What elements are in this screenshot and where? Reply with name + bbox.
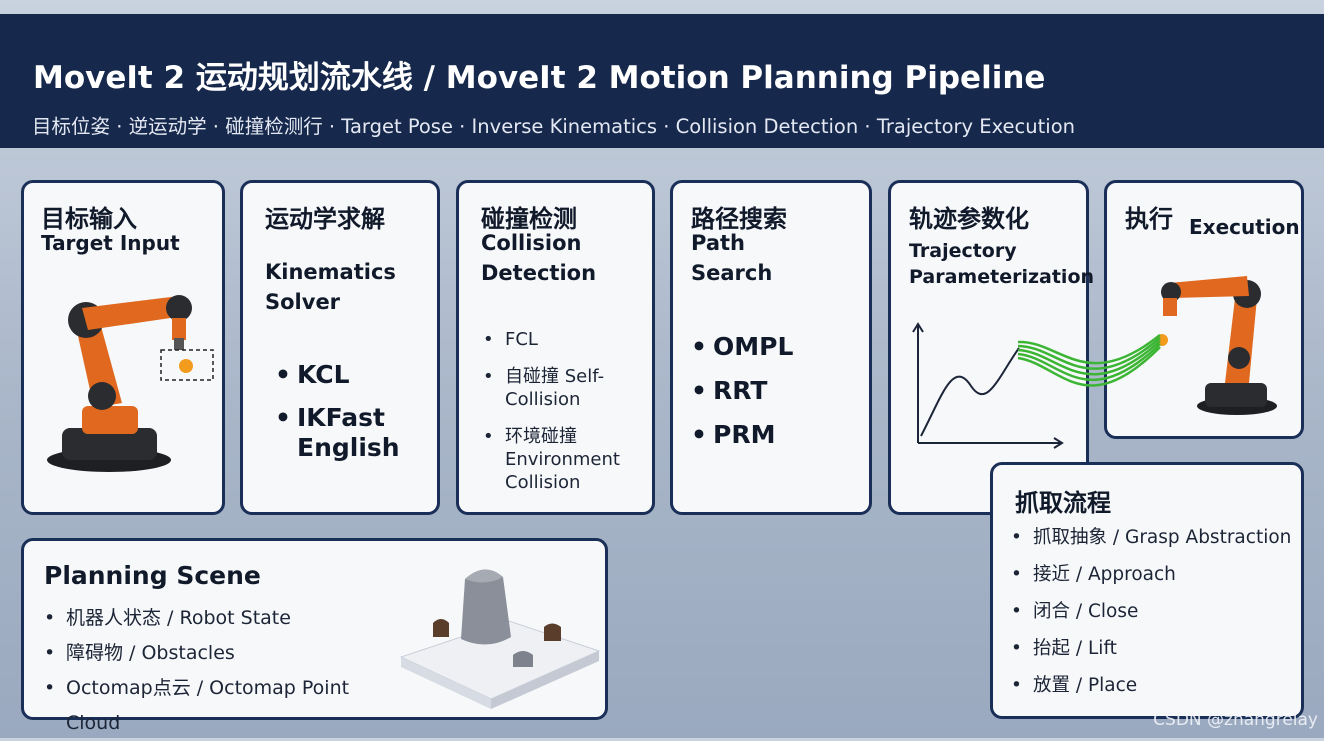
planning-scene-list: 机器人状态 / Robot State 障碍物 / Obstacles Octo…	[40, 601, 400, 741]
stage-title-en: Target Input	[41, 231, 180, 255]
stage-kinematics-card: 运动学求解 Kinematics Solver KCL IKFast Engli…	[240, 180, 440, 515]
list-item: 障碍物 / Obstacles	[40, 636, 400, 671]
stage-title-zh: 轨迹参数化	[909, 205, 1029, 233]
list-item: 放置 / Place	[1007, 667, 1297, 704]
list-item: 机器人状态 / Robot State	[40, 601, 400, 636]
list-item: PRM	[687, 413, 857, 457]
stage-title-en: Path Search	[691, 231, 773, 285]
header-banner: MoveIt 2 运动规划流水线 / MoveIt 2 Motion Plann…	[0, 14, 1324, 148]
stage-target-input-card: 目标输入 Target Input	[21, 180, 225, 515]
stage-title-en: Collision Detection	[481, 231, 597, 285]
list-item: 抓取抽象 / Grasp Abstraction	[1007, 519, 1297, 556]
list-item: RRT	[687, 369, 857, 413]
stage-title-en: Kinematics Solver	[265, 260, 396, 314]
stage-title-zh: 运动学求解	[265, 205, 385, 233]
stage-collision-card: 碰撞检测 Collision Detection FCL 自碰撞 Self-Co…	[456, 180, 655, 515]
stage-title-zh: 执行	[1125, 205, 1173, 233]
robot-arm-icon	[1156, 276, 1277, 415]
stage-title-zh: 路径搜索	[691, 205, 787, 233]
point-cloud-scene-icon	[399, 569, 601, 709]
list-item: 环境碰撞 Environment Collision	[479, 425, 620, 494]
grasp-pipeline-card: 抓取流程 抓取抽象 / Grasp Abstraction 接近 / Appro…	[990, 462, 1304, 719]
trajectory-curve-icon	[912, 322, 1064, 449]
list-item: KCL	[271, 353, 431, 397]
list-item: IKFast English	[271, 403, 407, 463]
list-item: Octomap点云 / Octomap Point Cloud	[40, 671, 400, 741]
robot-arm-icon	[47, 295, 214, 472]
page-title: MoveIt 2 运动规划流水线 / MoveIt 2 Motion Plann…	[33, 60, 1046, 96]
stage-title-en: Execution	[1189, 215, 1300, 239]
planning-scene-card: Planning Scene 机器人状态 / Robot State 障碍物 /…	[21, 538, 608, 734]
watermark: CSDN @zhangrelay	[1153, 710, 1318, 730]
grasp-title: 抓取流程	[1015, 489, 1111, 517]
list-item: 接近 / Approach	[1007, 556, 1297, 593]
path-search-list: OMPL RRT PRM	[687, 325, 857, 457]
list-item: FCL	[479, 328, 649, 351]
list-item: 抬起 / Lift	[1007, 630, 1297, 667]
stage-execution-card: 执行 Execution	[1104, 180, 1304, 439]
planning-scene-title: Planning Scene	[44, 561, 261, 590]
collision-list: FCL 自碰撞 Self-Collision 环境碰撞 Environment …	[479, 328, 649, 508]
list-item: 闭合 / Close	[1007, 593, 1297, 630]
grasp-list: 抓取抽象 / Grasp Abstraction 接近 / Approach 闭…	[1007, 519, 1297, 704]
stage-title-zh: 碰撞检测	[481, 205, 577, 233]
stage-path-search-card: 路径搜索 Path Search OMPL RRT PRM	[670, 180, 872, 515]
stage-title-zh: 目标输入	[41, 205, 137, 233]
list-item: OMPL	[687, 325, 857, 369]
list-item: 自碰撞 Self-Collision	[479, 365, 635, 411]
kinematics-list: KCL IKFast English	[271, 353, 431, 463]
stage-title-en: Trajectory Parameterization	[909, 240, 1095, 288]
page-subtitle: 目标位姿 · 逆运动学 · 碰撞检测行 · Target Pose · Inve…	[32, 115, 1075, 138]
